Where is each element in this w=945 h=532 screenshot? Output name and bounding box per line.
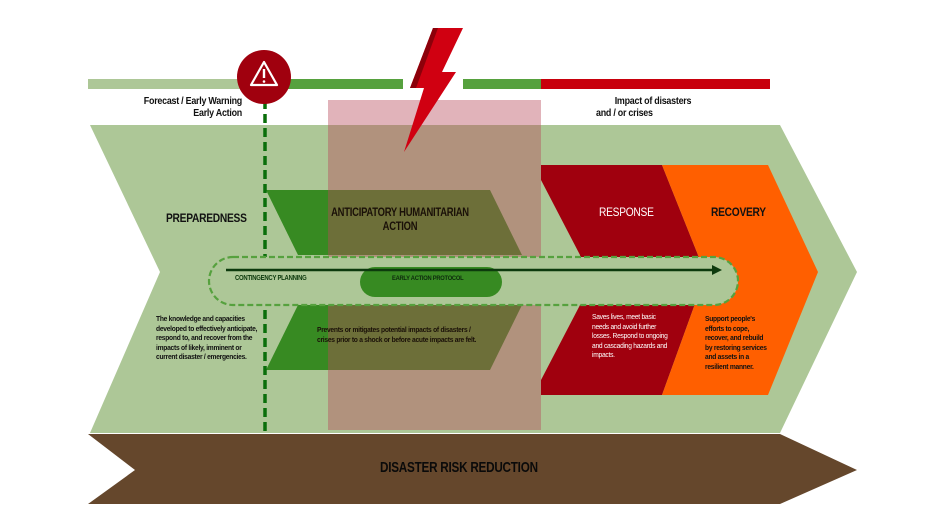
recovery-description: Support people's efforts to cope, recove… bbox=[705, 314, 767, 371]
anticipatory-description-line2: crises prior to a shock or before acute … bbox=[317, 334, 477, 344]
impact-caption: Impact of disasters and / or crises bbox=[596, 95, 691, 119]
response-description: Saves lives, meet basic needs and avoid … bbox=[592, 312, 668, 360]
contingency-planning-label: CONTINGENCY PLANNING bbox=[235, 275, 307, 282]
timeline-bar-early-action bbox=[256, 79, 403, 89]
forecast-caption: Forecast / Early Warning Early Action bbox=[130, 95, 242, 119]
drr-title: DISASTER RISK REDUCTION bbox=[380, 459, 538, 476]
recovery-shape bbox=[662, 165, 818, 395]
early-action-protocol-pill[interactable] bbox=[360, 267, 502, 297]
response-title: RESPONSE bbox=[599, 205, 654, 219]
impact-caption-line2: and / or crises bbox=[596, 107, 653, 119]
preparedness-description: The knowledge and capacities developed t… bbox=[156, 314, 258, 362]
forecast-caption-line1: Forecast / Early Warning bbox=[143, 95, 242, 107]
preparedness-title: PREPAREDNESS bbox=[166, 211, 247, 225]
anticipatory-description: Prevents or mitigates potential impacts … bbox=[317, 325, 476, 345]
timeline-bar-impact bbox=[541, 79, 770, 89]
warning-triangle-icon[interactable] bbox=[237, 50, 291, 104]
anticipatory-title-line1: ANTICIPATORY HUMANITARIAN bbox=[331, 207, 469, 219]
recovery-title: RECOVERY bbox=[711, 205, 766, 219]
lightning-bolt-icon bbox=[404, 28, 463, 152]
timeline-arrow-head bbox=[712, 265, 722, 275]
anticipatory-shape-top bbox=[266, 190, 522, 255]
anticipatory-description-line1: Prevents or mitigates potential impacts … bbox=[317, 325, 471, 334]
anticipatory-title: ANTICIPATORY HUMANITARIAN ACTION bbox=[310, 206, 490, 234]
timeline-bar-forecast bbox=[88, 79, 256, 89]
impact-caption-line1: Impact of disasters bbox=[614, 95, 692, 107]
anticipatory-title-line2: ACTION bbox=[382, 221, 418, 233]
forecast-caption-line2: Early Action bbox=[193, 107, 242, 119]
drr-chevron bbox=[88, 434, 857, 504]
anticipatory-shape-bottom bbox=[266, 305, 522, 370]
early-action-protocol-label: EARLY ACTION PROTOCOL bbox=[392, 275, 464, 282]
timeline-bar-pre-impact bbox=[463, 79, 541, 89]
